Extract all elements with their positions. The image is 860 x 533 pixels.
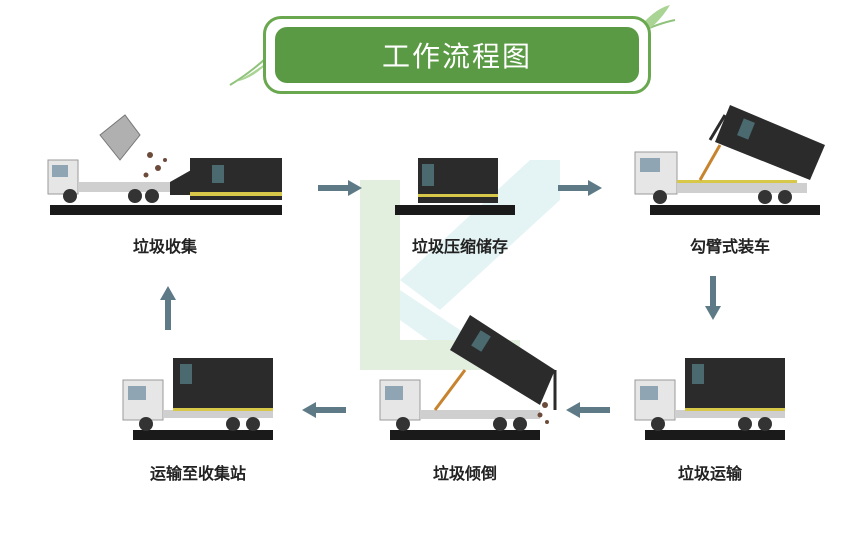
truck-to-station-icon: [122, 358, 273, 440]
stage-garbage-collection: 垃圾收集: [40, 110, 290, 256]
arrow-down-icon: [705, 276, 721, 320]
stage-label: 垃圾倾倒: [432, 464, 497, 483]
stage-garbage-dumping: 垃圾倾倒: [375, 310, 565, 483]
arrow-left-icon: [302, 402, 346, 418]
arrow-left-icon: [566, 402, 610, 418]
page-title: 工作流程图: [275, 27, 639, 83]
arrow-right-icon: [318, 180, 362, 196]
truck-loading-icon: [634, 105, 825, 215]
truck-transport-icon: [634, 358, 785, 440]
stage-label: 垃圾收集: [132, 237, 197, 256]
truck-collecting-icon: [47, 114, 282, 215]
stage-label: 运输至收集站: [149, 464, 246, 483]
container-icon: [395, 158, 515, 215]
stage-compression-storage: 垃圾压缩储存: [390, 150, 530, 256]
stage-hook-arm-loading: 勾臂式装车: [630, 100, 830, 256]
stage-garbage-transport: 垃圾运输: [630, 350, 790, 483]
stage-transport-to-station: 运输至收集站: [118, 350, 278, 483]
stage-label: 垃圾压缩储存: [411, 237, 508, 256]
arrow-right-icon: [558, 180, 602, 196]
arrow-up-icon: [160, 286, 176, 330]
stage-label: 垃圾运输: [677, 464, 742, 483]
stage-label: 勾臂式装车: [689, 237, 770, 256]
truck-dumping-icon: [379, 315, 557, 440]
title-frame: 工作流程图: [263, 16, 651, 94]
